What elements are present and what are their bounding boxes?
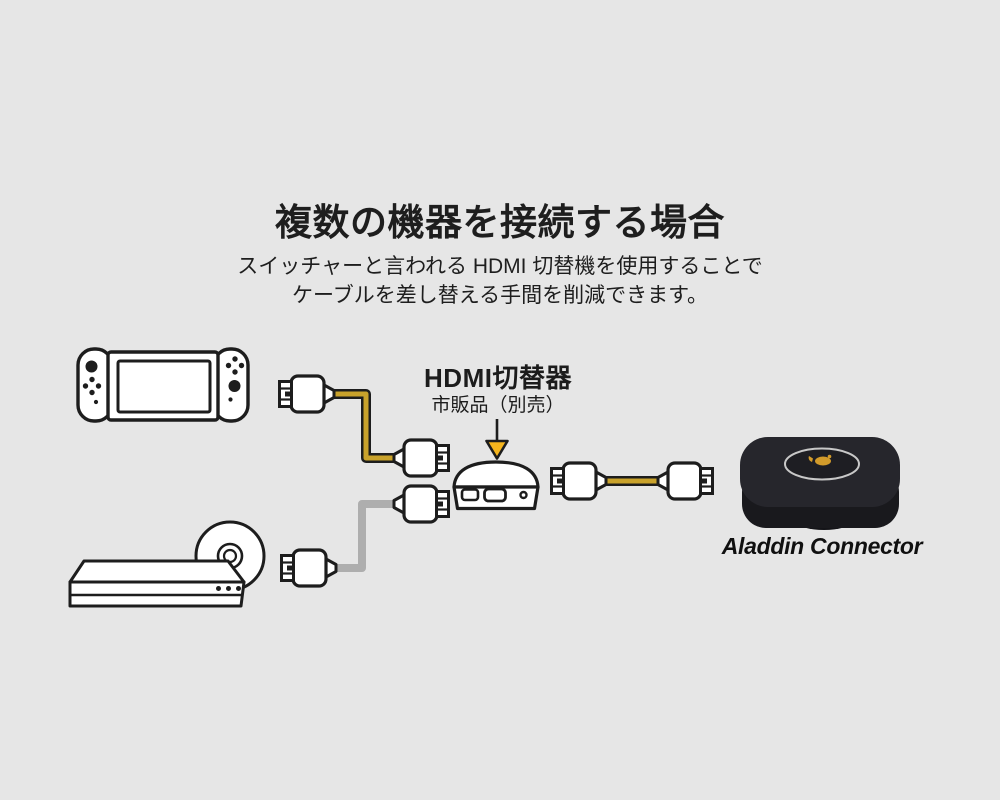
hdmi-switcher-icon <box>452 460 540 511</box>
switcher-port-2 <box>483 487 507 503</box>
down-arrow-icon <box>485 419 509 460</box>
aladdin-connector-icon <box>740 437 900 530</box>
aladdin-logo-icon <box>808 454 832 466</box>
hdmi-plug-switch-side <box>277 374 336 414</box>
switcher-port-1 <box>460 488 480 502</box>
hdmi-plug-player-side <box>279 548 338 588</box>
hdmi-plug-switcher-input-1 <box>392 438 451 478</box>
dvd-player-icon <box>68 520 266 608</box>
hdmi-plug-switcher-input-2 <box>392 484 451 524</box>
page-subtitle: スイッチャーと言われる HDMI 切替機を使用することで ケーブルを差し替える手… <box>0 252 1000 310</box>
hdmi-switcher-sublabel: 市販品（別売） <box>431 395 565 416</box>
hdmi-switcher-label: HDMI切替器 <box>424 363 572 393</box>
nintendo-switch-icon <box>76 347 250 423</box>
hdmi-plug-switcher-output <box>549 461 608 501</box>
switcher-dome <box>452 460 540 489</box>
player-top <box>68 559 246 584</box>
aladdin-connector-label: Aladdin Connector <box>721 533 923 559</box>
hdmi-cable-yellow-top <box>329 389 404 463</box>
hdmi-cable-gray <box>332 500 404 572</box>
page-title: 複数の機器を接続する場合 <box>275 202 725 243</box>
switch-screen <box>116 359 212 414</box>
subtitle-line-2: ケーブルを差し替える手間を削減できます。 <box>291 284 708 307</box>
subtitle-line-1: スイッチャーと言われる HDMI 切替機を使用することで <box>237 255 763 278</box>
hdmi-plug-aladdin-side <box>656 461 715 501</box>
switcher-button <box>519 490 528 500</box>
